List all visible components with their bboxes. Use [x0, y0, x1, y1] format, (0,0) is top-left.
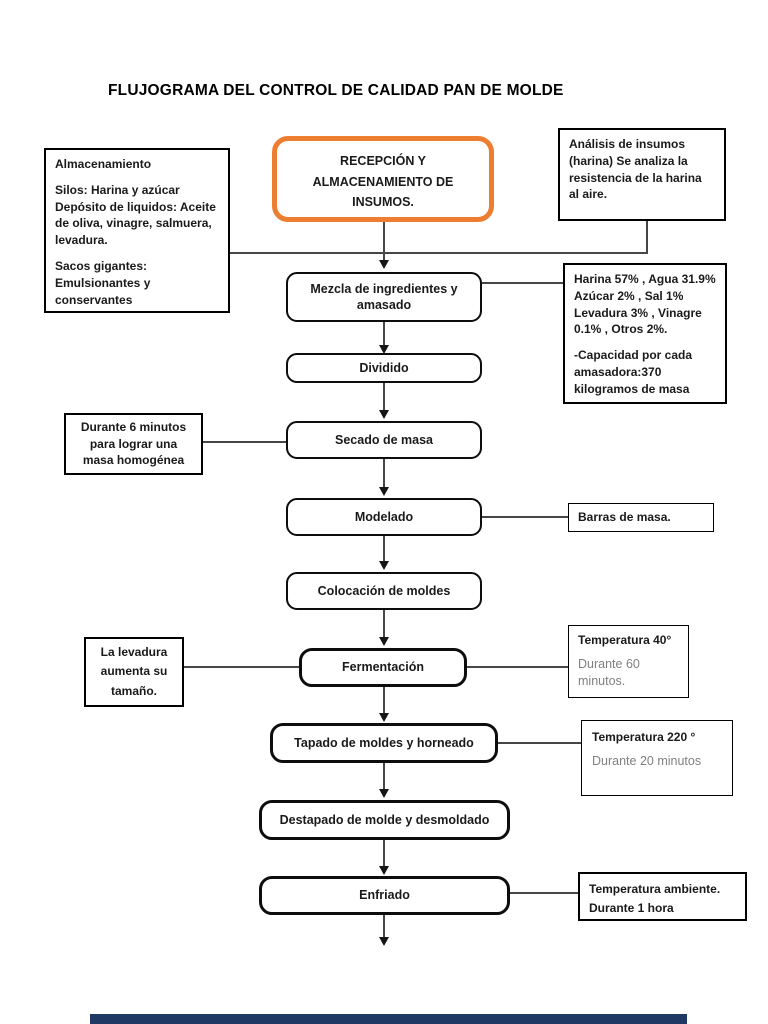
note-ingredientes-porcentajes: Harina 57% , Agua 31.9% Azúcar 2% , Sal …: [574, 272, 716, 337]
note-analisis-text: Análisis de insumos (harina) Se analiza …: [569, 137, 702, 202]
flow-step-secado-label: Secado de masa: [335, 432, 433, 447]
flow-step-dividido-label: Dividido: [359, 360, 409, 375]
flow-step-secado: Secado de masa: [286, 421, 482, 459]
flow-step-mezcla-label: Mezcla de ingredientes y amasado: [310, 281, 458, 312]
connector-start-to-mezcla-line: [383, 222, 385, 261]
arrowhead-fermentacion-to-tapado: [379, 713, 389, 722]
note-temperatura-40: Temperatura 40° Durante 60 minutos.: [568, 625, 689, 698]
note-temperatura-220-detalle: Durante 20 minutos: [592, 753, 702, 768]
connector-nota-to-secado: [203, 441, 286, 443]
note-barras-de-masa: Barras de masa.: [568, 503, 714, 532]
arrowhead-modelado-to-colocacion: [379, 561, 389, 570]
connector-tapado-to-destapado-line: [383, 763, 385, 791]
arrowhead-dividido-to-secado: [379, 410, 389, 419]
connector-colocacion-to-fermentacion-line: [383, 610, 385, 639]
connector-levadura-to-fermentacion: [184, 666, 299, 668]
note-almacenamiento-title: Almacenamiento: [55, 157, 152, 171]
connector-fermentacion-to-temp40: [467, 666, 568, 668]
flow-step-modelado: Modelado: [286, 498, 482, 536]
note-temperatura-ambiente-linea2: Durante 1 hora: [589, 900, 674, 915]
flow-step-fermentacion: Fermentación: [299, 648, 467, 687]
connector-destapado-to-enfriado-line: [383, 840, 385, 868]
connector-storage-analysis-line: [230, 252, 648, 254]
flow-step-enfriado: Enfriado: [259, 876, 510, 915]
connector-enfriado-exit-line: [383, 915, 385, 939]
arrowhead-tapado-to-destapado: [379, 789, 389, 798]
flow-step-tapado-label: Tapado de moldes y horneado: [294, 735, 474, 750]
note-barras-de-masa-text: Barras de masa.: [578, 510, 671, 525]
note-temperatura-40-detalle: Durante 60 minutos.: [578, 656, 640, 688]
note-almacenamiento: Almacenamiento Silos: Harina y azúcar De…: [44, 148, 230, 313]
connector-analysis-drop-line: [646, 221, 648, 253]
note-temperatura-220: Temperatura 220 ° Durante 20 minutos: [581, 720, 733, 796]
flow-step-destapado: Destapado de molde y desmoldado: [259, 800, 510, 840]
flow-step-dividido: Dividido: [286, 353, 482, 383]
flow-start-recepcion: RECEPCIÓN Y ALMACENAMIENTO DE INSUMOS.: [272, 136, 494, 222]
flow-step-tapado: Tapado de moldes y horneado: [270, 723, 498, 763]
page-title: FLUJOGRAMA DEL CONTROL DE CALIDAD PAN DE…: [108, 82, 564, 99]
note-temperatura-ambiente-linea1: Temperatura ambiente.: [589, 882, 721, 896]
flow-step-fermentacion-label: Fermentación: [342, 660, 424, 675]
note-secado-duracion: Durante 6 minutos para lograr una masa h…: [64, 413, 203, 475]
arrowhead-enfriado-exit: [379, 937, 389, 946]
connector-secado-to-modelado-line: [383, 459, 385, 489]
note-almacenamiento-silos: Silos: Harina y azúcar: [55, 182, 180, 197]
connector-modelado-to-colocacion-line: [383, 536, 385, 563]
flow-step-enfriado-label: Enfriado: [359, 888, 410, 903]
flow-step-destapado-label: Destapado de molde y desmoldado: [279, 812, 490, 827]
arrowhead-secado-to-modelado: [379, 487, 389, 496]
arrowhead-mezcla-to-dividido: [379, 345, 389, 354]
connector-dividido-to-secado-line: [383, 383, 385, 412]
note-temperatura-220-titulo: Temperatura 220 °: [592, 730, 696, 744]
arrowhead-colocacion-to-fermentacion: [379, 637, 389, 646]
note-temperatura-ambiente: Temperatura ambiente. Durante 1 hora: [578, 872, 747, 921]
flow-step-mezcla: Mezcla de ingredientes y amasado: [286, 272, 482, 322]
connector-mezcla-to-ingredientes: [482, 282, 563, 284]
note-ingredientes-capacidad: -Capacidad por cada amasadora:370 kilogr…: [574, 348, 693, 396]
flow-start-label: RECEPCIÓN Y ALMACENAMIENTO DE INSUMOS.: [312, 154, 454, 210]
connector-mezcla-to-dividido-line: [383, 322, 385, 347]
connector-fermentacion-to-tapado-line: [383, 687, 385, 715]
note-almacenamiento-depositos: Depósito de liquidos: Aceite de oliva, v…: [55, 199, 216, 248]
note-analisis-insumos: Análisis de insumos (harina) Se analiza …: [558, 128, 726, 221]
connector-tapado-to-temp220: [498, 742, 581, 744]
note-ingredientes: Harina 57% , Agua 31.9% Azúcar 2% , Sal …: [563, 263, 727, 404]
connector-enfriado-to-tempambiente: [510, 892, 578, 894]
note-levadura-text: La levadura aumenta su tamaño.: [100, 645, 168, 698]
note-almacenamiento-sacos: Sacos gigantes: Emulsionantes y conserva…: [55, 258, 151, 307]
note-temperatura-40-titulo: Temperatura 40°: [578, 633, 672, 647]
flow-step-colocacion-label: Colocación de moldes: [317, 583, 451, 598]
connector-modelado-to-barras: [482, 516, 568, 518]
flow-step-colocacion: Colocación de moldes: [286, 572, 482, 610]
note-levadura: La levadura aumenta su tamaño.: [84, 637, 184, 707]
footer-bar: [90, 1014, 687, 1024]
flow-step-modelado-label: Modelado: [354, 509, 414, 524]
note-secado-duracion-text: Durante 6 minutos para lograr una masa h…: [80, 419, 187, 468]
arrowhead-start-to-mezcla: [379, 260, 389, 269]
arrowhead-destapado-to-enfriado: [379, 866, 389, 875]
